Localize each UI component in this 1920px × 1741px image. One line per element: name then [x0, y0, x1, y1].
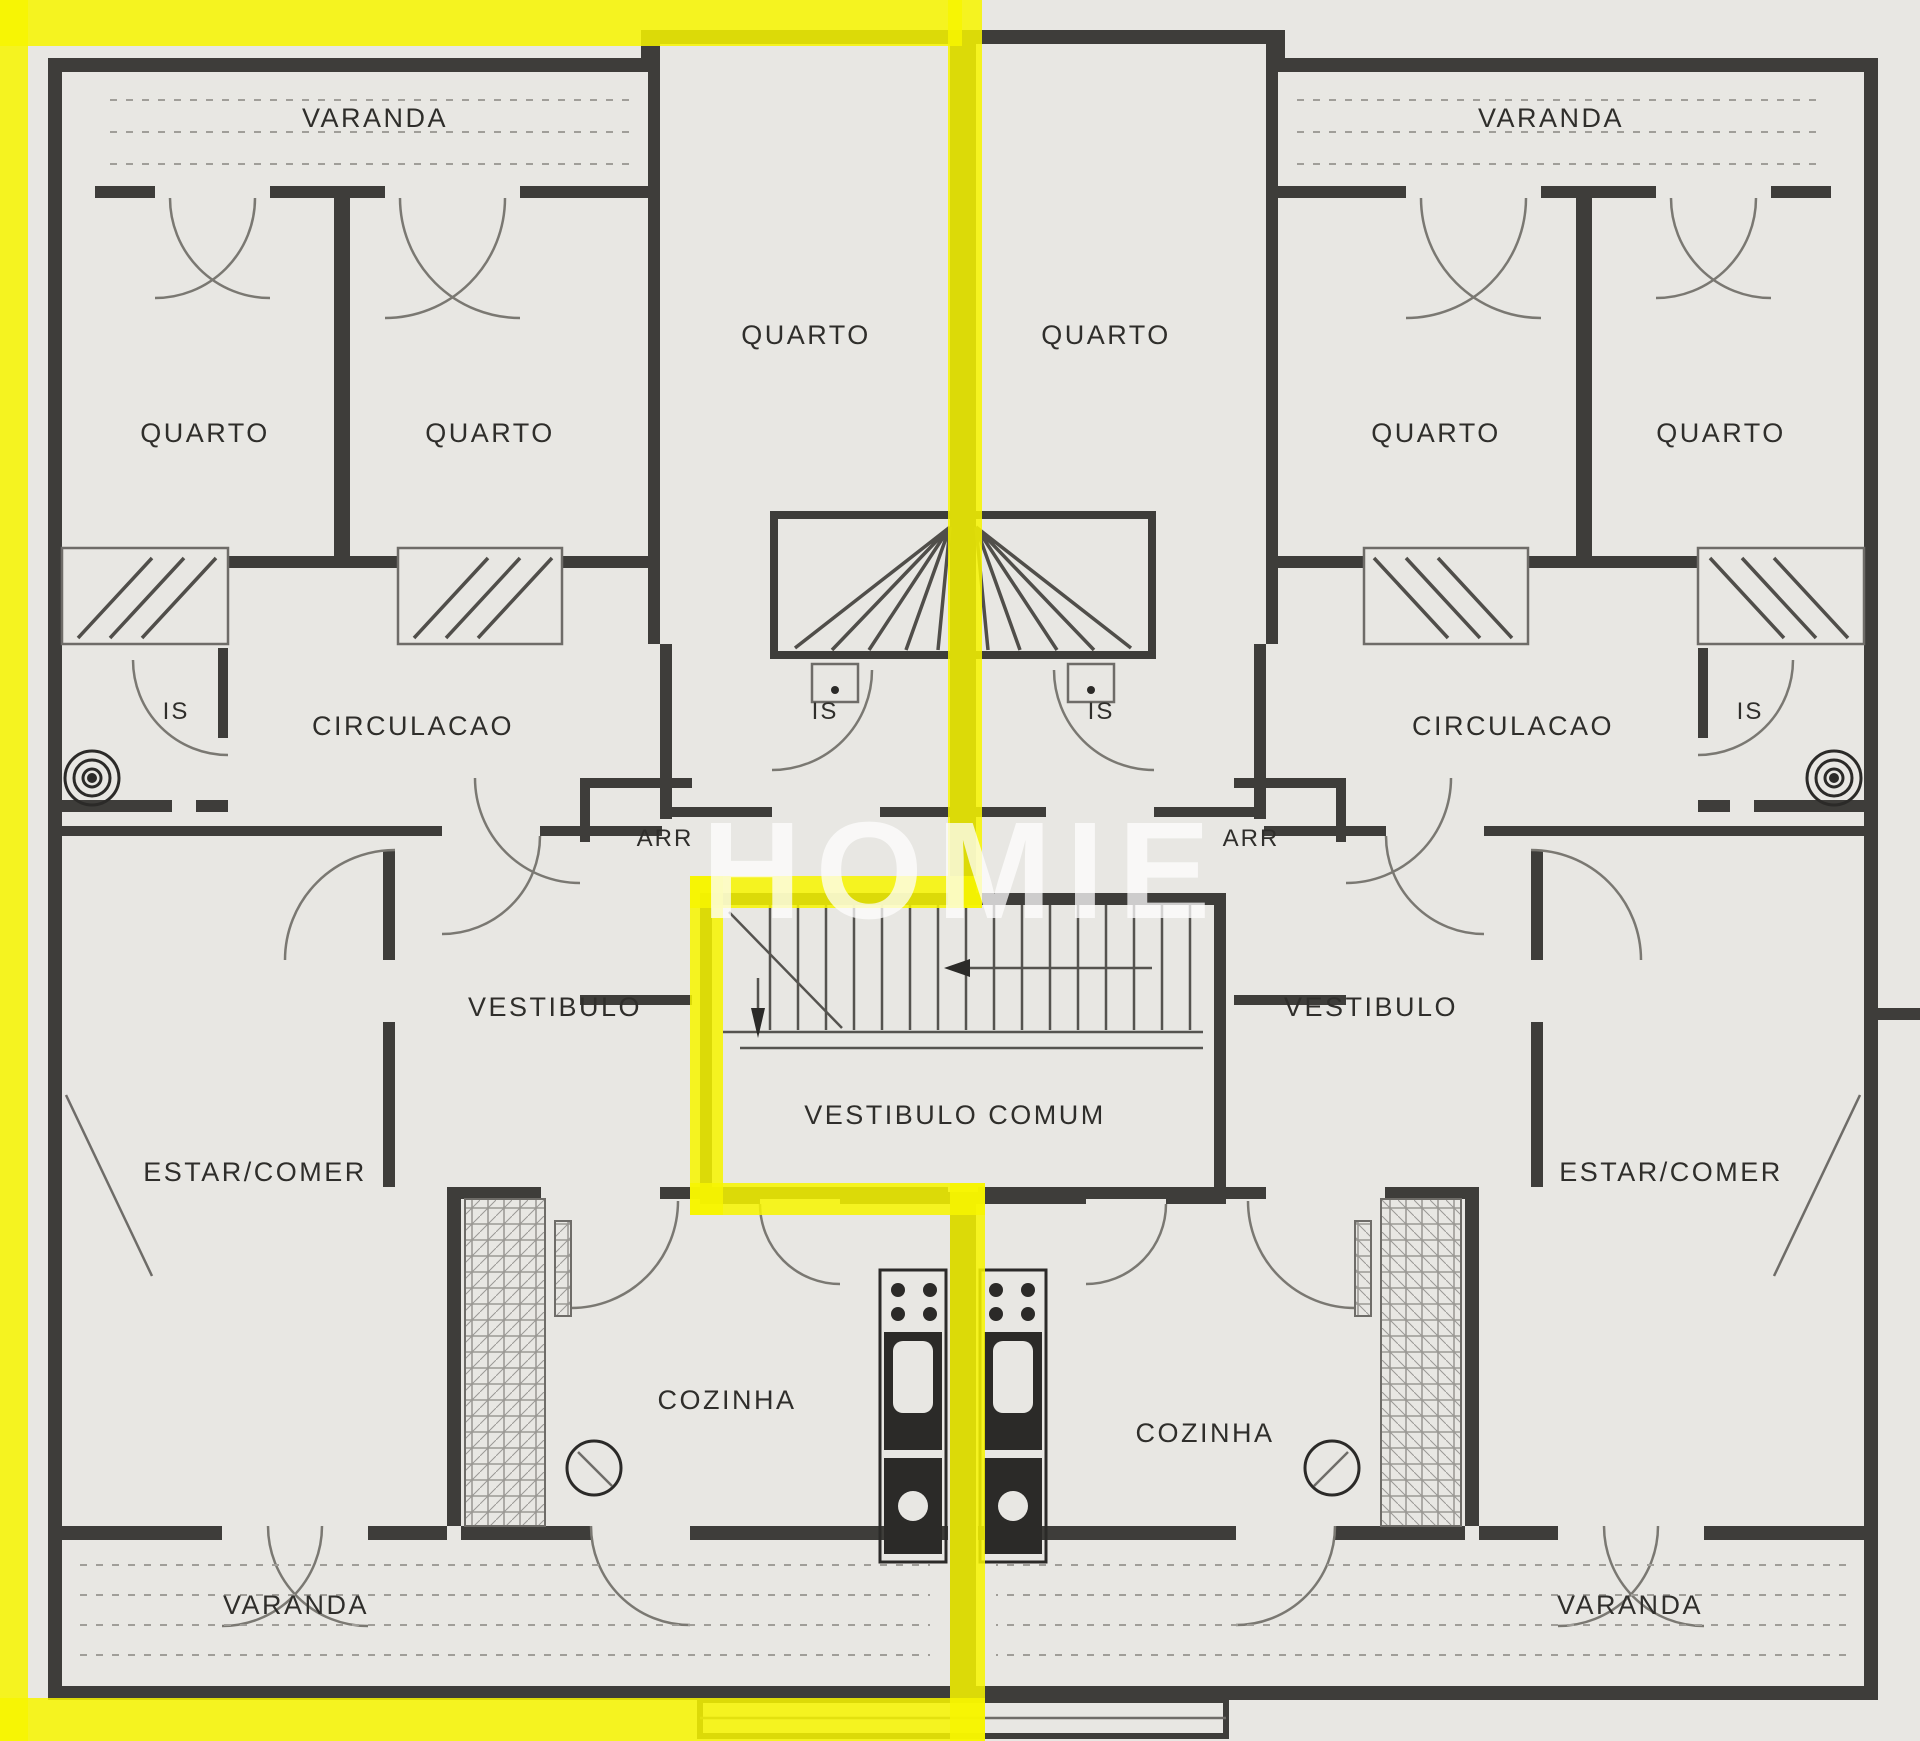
room-label-quarto-left-a: QUARTO [140, 418, 270, 448]
room-label-circulacao-right: CIRCULACAO [1412, 711, 1614, 741]
stair-direction-arrow [944, 959, 1152, 977]
room-label-estar-comer-left: ESTAR/COMER [143, 1157, 367, 1187]
room-label-varanda-top-right: VARANDA [1478, 103, 1624, 133]
room-label-cozinha-right: COZINHA [1136, 1418, 1275, 1448]
room-label-cozinha-left: COZINHA [658, 1385, 797, 1415]
room-label-arr-right: ARR [1223, 825, 1280, 852]
room-label-circulacao-left: CIRCULACAO [312, 711, 514, 741]
highlight-left-apartment [0, 0, 985, 1741]
room-label-varanda-top-left: VARANDA [302, 103, 448, 133]
room-label-is-center-right: IS [1088, 698, 1115, 725]
room-label-quarto-right-b: QUARTO [1656, 418, 1786, 448]
room-label-quarto-left-c: QUARTO [741, 320, 871, 350]
wall-stub-right [1878, 1008, 1920, 1020]
watermark-text: HOMIE [702, 794, 1224, 948]
room-label-vestibulo-left: VESTIBULO [468, 992, 642, 1022]
room-label-estar-comer-right: ESTAR/COMER [1559, 1157, 1783, 1187]
stair-break-line [728, 911, 843, 1029]
room-label-quarto-right-c: QUARTO [1041, 320, 1171, 350]
stair-up-arrow [751, 978, 765, 1038]
room-label-varanda-bottom-left: VARANDA [223, 1590, 369, 1620]
room-label-is-right: IS [1737, 698, 1764, 725]
room-label-is-center-left: IS [812, 698, 839, 725]
room-label-vestibulo-comum: VESTIBULO COMUM [804, 1100, 1106, 1130]
room-label-is-left: IS [163, 698, 190, 725]
room-label-vestibulo-right: VESTIBULO [1284, 992, 1458, 1022]
room-label-varanda-bottom-right: VARANDA [1557, 1590, 1703, 1620]
room-label-arr-left: ARR [637, 825, 694, 852]
room-label-quarto-right-a: QUARTO [1371, 418, 1501, 448]
room-label-quarto-left-b: QUARTO [425, 418, 555, 448]
room-labels: VARANDA QUARTO QUARTO QUARTO IS CIRCULAC… [140, 103, 1786, 1620]
